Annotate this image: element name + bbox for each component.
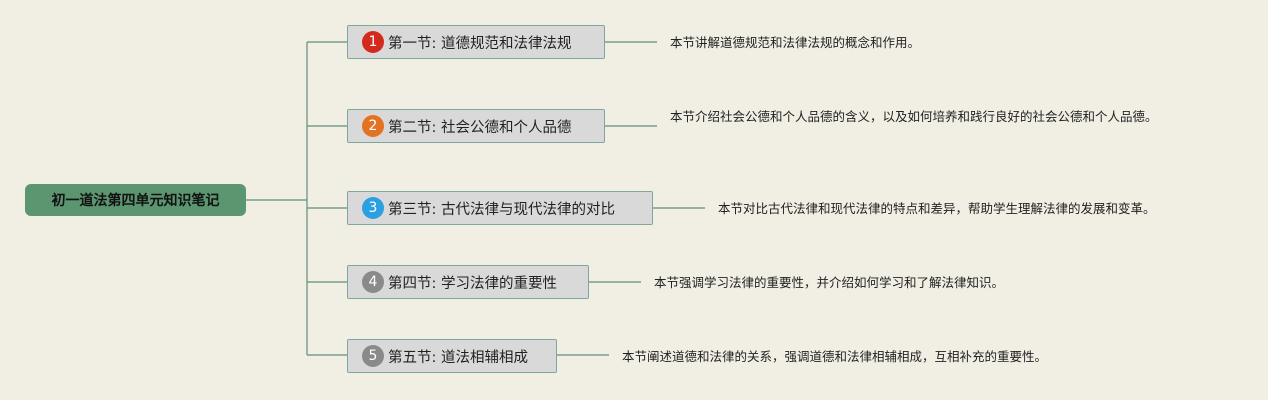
note-section-1: 本节讲解道德规范和法律法规的概念和作用。 [670,35,921,50]
note-section-5: 本节阐述道德和法律的关系，强调道德和法律相辅相成，互相补充的重要性。 [622,349,1048,364]
note-section-3: 本节对比古代法律和现代法律的特点和差异，帮助学生理解法律的发展和变革。 [718,201,1156,216]
topic-section-5[interactable]: 5 第五节: 道法相辅相成 [347,339,557,373]
priority-5-icon: 5 [362,345,384,367]
topic-section-5-title: 第五节: 道法相辅相成 [388,349,528,366]
topic-section-1[interactable]: 1 第一节: 道德规范和法律法规 [347,25,605,59]
priority-3-icon: 3 [362,197,384,219]
root-topic-label: 初一道法第四单元知识笔记 [51,193,220,209]
note-section-4: 本节强调学习法律的重要性，并介绍如何学习和了解法律知识。 [654,275,1005,290]
topic-section-3-title: 第三节: 古代法律与现代法律的对比 [388,201,615,218]
topic-section-4[interactable]: 4 第四节: 学习法律的重要性 [347,265,589,299]
priority-4-icon: 4 [362,271,384,293]
topic-section-1-title: 第一节: 道德规范和法律法规 [388,35,572,52]
note-section-2: 本节介绍社会公德和个人品德的含义，以及如何培养和践行良好的社会公德和个人品德。 [670,109,1158,124]
topic-section-2-title: 第二节: 社会公德和个人品德 [388,119,572,136]
priority-2-icon: 2 [362,115,384,137]
priority-1-icon: 1 [362,31,384,53]
topic-section-4-title: 第四节: 学习法律的重要性 [388,275,557,292]
root-topic[interactable]: 初一道法第四单元知识笔记 [25,184,246,216]
topic-section-2[interactable]: 2 第二节: 社会公德和个人品德 [347,109,605,143]
topic-section-3[interactable]: 3 第三节: 古代法律与现代法律的对比 [347,191,653,225]
